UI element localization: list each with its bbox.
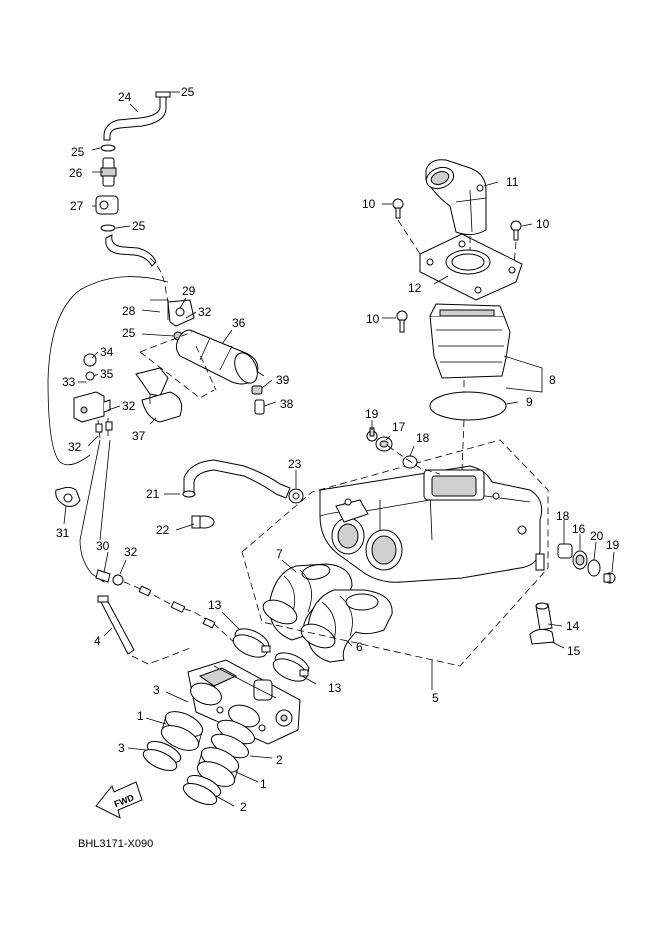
clamps-13 (232, 628, 310, 682)
air-box (319, 465, 545, 583)
clip-31 (55, 486, 81, 507)
callout-2: 2 (276, 753, 283, 767)
callout-35: 35 (100, 367, 114, 381)
cover-plate-12 (419, 233, 523, 301)
callout-8: 8 (549, 373, 556, 387)
screws-10 (392, 198, 522, 333)
callout-12: 12 (408, 281, 422, 295)
callout-18: 18 (416, 431, 430, 445)
callout-34: 34 (100, 345, 114, 359)
callout-4: 4 (94, 634, 101, 648)
canister-assembly (167, 299, 265, 415)
callout-7: 7 (276, 547, 283, 561)
callout-25: 25 (181, 85, 195, 99)
callout-10: 10 (366, 312, 380, 326)
callout-1: 1 (260, 777, 267, 791)
callout-16: 16 (572, 522, 586, 536)
bracket-37 (135, 367, 183, 423)
solenoid-valve-assembly (73, 353, 113, 439)
callout-5: 5 (432, 691, 439, 705)
throttle-body (187, 659, 301, 745)
callout-28: 28 (122, 304, 136, 318)
intake-ducts (262, 563, 393, 663)
callout-37: 37 (132, 429, 146, 443)
callout-26: 26 (69, 166, 83, 180)
vacuum-hose-line (79, 439, 105, 583)
callout-22: 22 (156, 523, 170, 537)
callout-36: 36 (232, 316, 246, 330)
callout-3: 3 (153, 683, 160, 697)
hose-30 (95, 569, 237, 645)
leader-lines (63, 91, 615, 807)
callout-32: 32 (198, 305, 212, 319)
callout-19: 19 (365, 407, 379, 421)
callout-32: 32 (124, 545, 138, 559)
callout-24: 24 (118, 90, 132, 104)
callout-17: 17 (392, 420, 406, 434)
callout-21: 21 (146, 487, 160, 501)
callout-25: 25 (132, 219, 146, 233)
callout-3: 3 (118, 741, 125, 755)
callout-33: 33 (62, 375, 76, 389)
callout-13: 13 (328, 681, 342, 695)
callout-10: 10 (362, 197, 376, 211)
callout-29: 29 (182, 284, 196, 298)
air-filter-element (429, 303, 511, 471)
callout-27: 27 (70, 199, 84, 213)
callout-20: 20 (590, 529, 604, 543)
callout-10: 10 (536, 217, 550, 231)
callout-25: 25 (122, 326, 136, 340)
intake-duct-11 (425, 159, 487, 250)
forward-arrow: FWD (95, 781, 143, 819)
callout-39: 39 (276, 373, 290, 387)
callout-9: 9 (526, 395, 533, 409)
hose-21 (182, 459, 304, 504)
callout-32: 32 (68, 440, 82, 454)
diagram-code: BHL3171-X090 (78, 838, 153, 850)
callout-11: 11 (506, 175, 519, 189)
vent-hose-line (47, 276, 169, 466)
callout-23: 23 (288, 457, 302, 471)
breather-hose-assembly (95, 91, 171, 267)
right-side-parts (529, 543, 616, 645)
callout-38: 38 (280, 397, 294, 411)
callout-numbers: 25 24 25 26 27 25 29 28 32 36 25 34 35 3… (56, 85, 620, 814)
callout-6: 6 (356, 640, 363, 654)
callout-31: 31 (56, 526, 70, 540)
callout-2: 2 (240, 800, 247, 814)
grommets-17-19 (366, 427, 441, 475)
callout-13: 13 (208, 598, 222, 612)
callout-25: 25 (71, 145, 85, 159)
clamp-22 (191, 515, 215, 529)
vacuum-hose-line-b (99, 439, 111, 541)
callout-1: 1 (137, 709, 144, 723)
bracket-outline (139, 331, 217, 399)
intake-joints (142, 711, 256, 806)
callout-15: 15 (567, 644, 581, 658)
airbox-outline (241, 439, 549, 667)
callout-19: 19 (606, 538, 620, 552)
callout-30: 30 (96, 539, 110, 553)
callout-32: 32 (122, 399, 136, 413)
vent-hose-line-2 (150, 299, 169, 320)
hose-routing-line (149, 257, 171, 313)
callout-18: 18 (556, 509, 570, 523)
hose-4 (97, 595, 191, 665)
callout-14: 14 (566, 619, 580, 633)
